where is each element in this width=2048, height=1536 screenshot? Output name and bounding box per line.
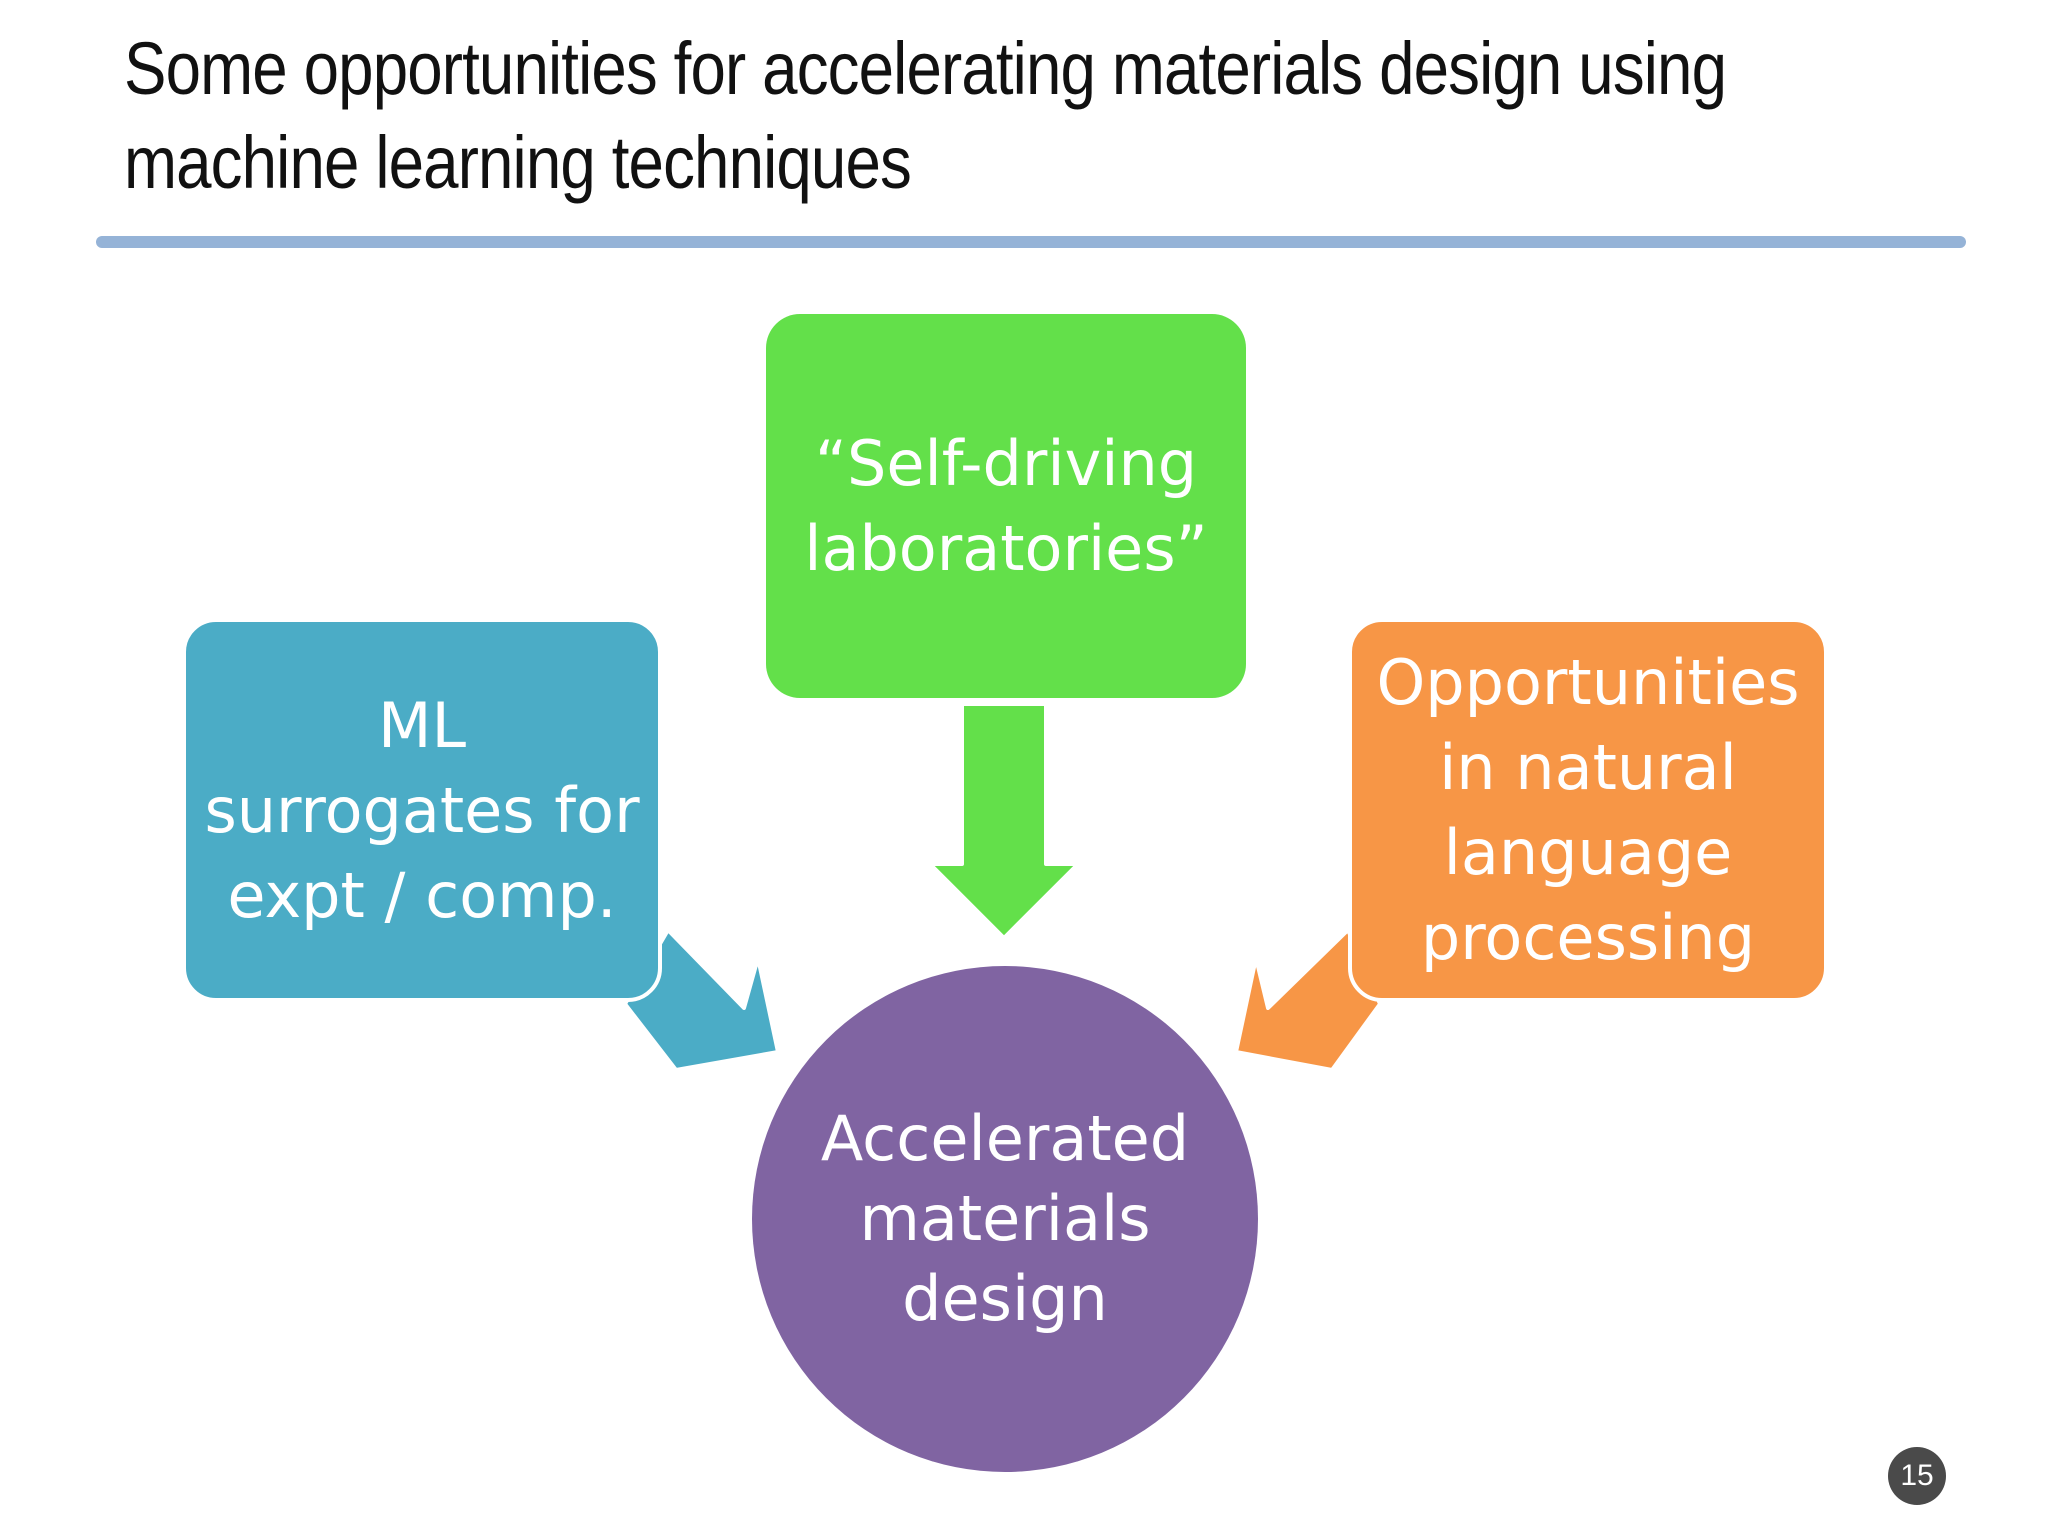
slide-title-line-1: Some opportunities for accelerating mate… — [124, 27, 1727, 110]
page-number-badge: 15 — [1888, 1447, 1946, 1505]
node-ml-line: surrogates for — [204, 773, 640, 847]
node-nlp-label: Opportunities in natural language proces… — [1376, 640, 1799, 980]
node-nlp-line: processing — [1420, 901, 1756, 974]
node-nlp: Opportunities in natural language proces… — [1348, 618, 1828, 1002]
node-sdl-line: laboratories” — [804, 512, 1208, 585]
slide-title-line-2: machine learning techniques — [124, 121, 912, 204]
node-self-driving-labs: “Self-driving laboratories” — [766, 314, 1246, 698]
node-center-label: Accelerated materials design — [821, 1099, 1189, 1339]
node-nlp-line: Opportunities — [1376, 646, 1800, 719]
arrow-sdl-to-center — [928, 702, 1080, 940]
node-ml-surrogates-label: ML surrogates for expt / comp. — [204, 683, 639, 938]
node-nlp-line: in natural — [1439, 731, 1737, 804]
node-ml-line: expt / comp. — [227, 858, 617, 932]
node-nlp-line: language — [1443, 816, 1733, 889]
node-accelerated-materials-design: Accelerated materials design — [752, 966, 1258, 1472]
node-self-driving-labs-label: “Self-driving laboratories” — [804, 421, 1208, 591]
node-sdl-line: “Self-driving — [814, 427, 1198, 500]
arrow-nlp-to-center — [1234, 928, 1382, 1072]
node-center-line: Accelerated — [820, 1102, 1190, 1175]
title-divider — [96, 236, 1966, 248]
node-ml-surrogates: ML surrogates for expt / comp. — [182, 618, 662, 1002]
node-ml-line: ML — [377, 688, 467, 762]
node-center-line: design — [902, 1262, 1108, 1335]
node-center-line: materials — [859, 1182, 1151, 1255]
slide-title: Some opportunities for accelerating mate… — [124, 22, 1727, 210]
arrow-ml-to-center — [623, 928, 780, 1072]
